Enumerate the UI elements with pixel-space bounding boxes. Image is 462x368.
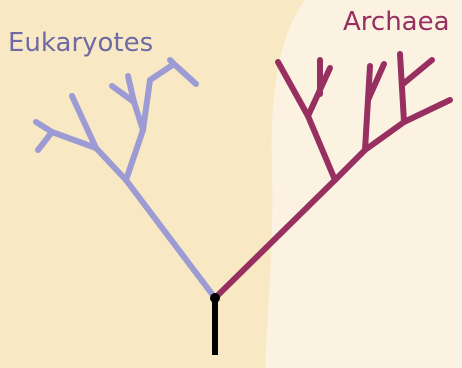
eukaryotes-label: Eukaryotes [8, 28, 154, 58]
root-node [210, 293, 220, 303]
background-left-panel [0, 0, 305, 368]
archaea-label: Archaea [343, 7, 450, 37]
archaea-branch [212, 51, 453, 301]
eukaryotes-branch [33, 57, 218, 301]
